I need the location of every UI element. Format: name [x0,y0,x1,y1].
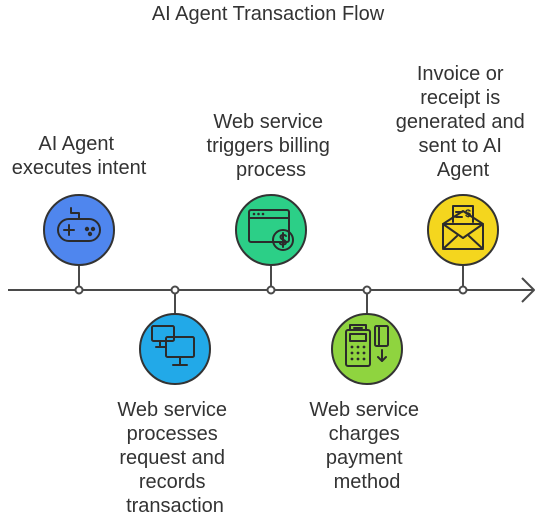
timeline-node [362,285,372,295]
step-label: Web service charges payment method [309,399,424,493]
timeline-node [266,285,276,295]
timeline-arrowhead [521,277,535,303]
diagram-title: AI Agent Transaction Flow [152,3,385,25]
step-web-service-billing: Web service triggers billing process [207,111,336,295]
step-web-service-processes: Web service processes request and record… [117,285,232,517]
gamepad-icon [57,207,101,242]
timeline-node [458,285,468,295]
step-circle [139,313,211,385]
step-invoice-generated: $ Invoice or receipt is generated and se… [396,63,531,295]
step-web-service-charges: Web service charges payment method [309,285,424,493]
payment-terminal-icon [345,324,389,367]
step-ai-agent-executes: AI Agent executes intent [12,133,147,295]
timeline-node [74,285,84,295]
step-label: AI Agent executes intent [12,133,147,179]
web-billing-icon [248,209,294,251]
step-circle [331,313,403,385]
step-label: Web service triggers billing process [207,111,336,181]
step-label: Web service processes request and record… [117,399,232,517]
computer-monitors-icon [151,325,195,366]
step-circle [235,194,307,266]
timeline-node [170,285,180,295]
step-label: Invoice or receipt is generated and sent… [396,63,531,181]
invoice-envelope-icon: $ [442,205,484,250]
step-circle [43,194,115,266]
